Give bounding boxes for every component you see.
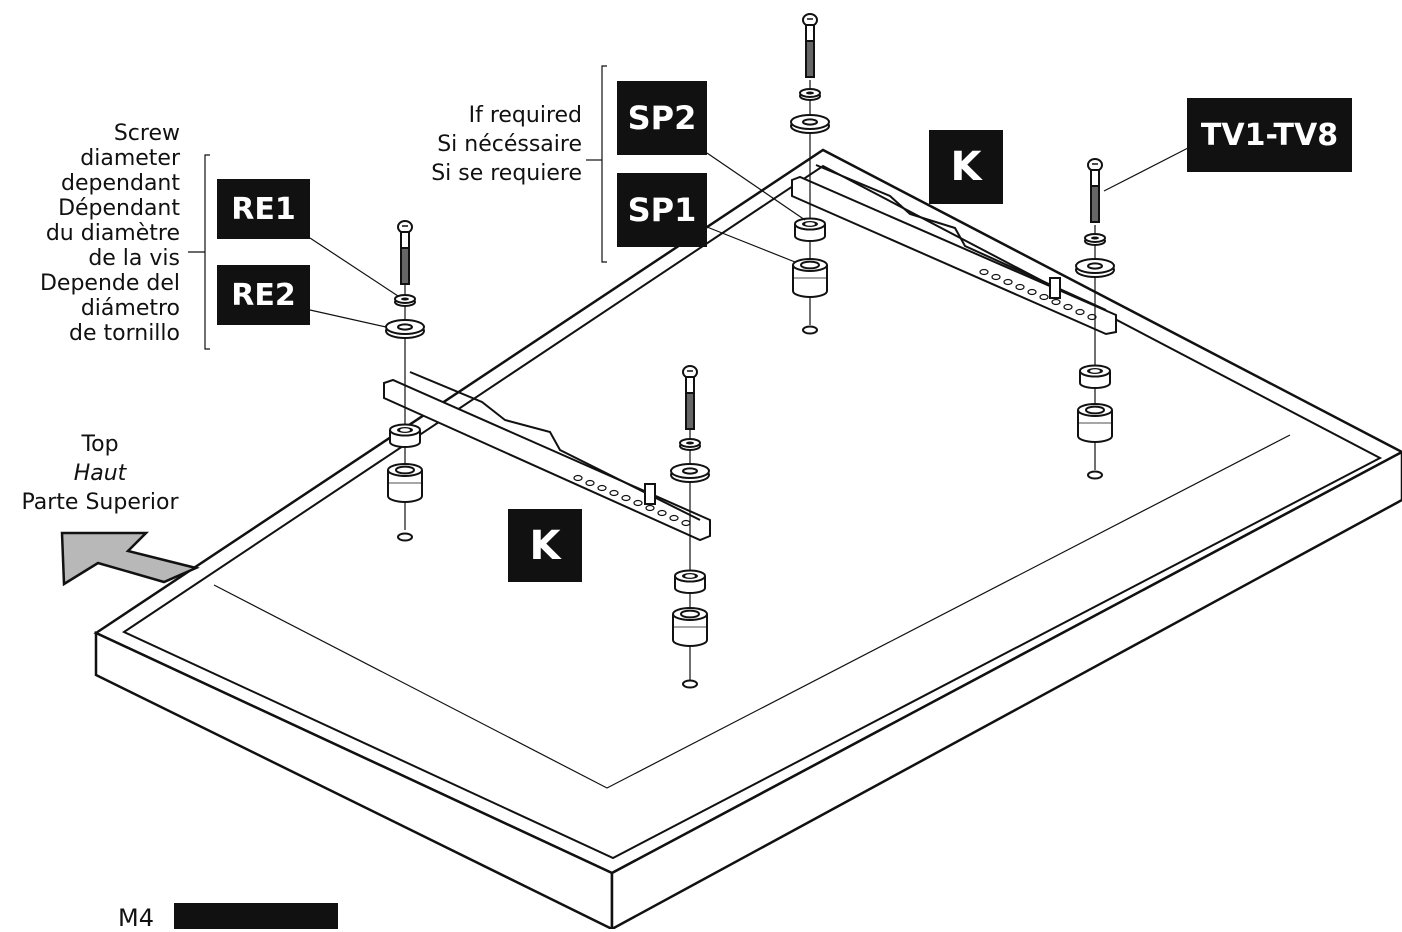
bracket-right <box>791 164 1117 336</box>
label-k-right: K <box>929 130 1003 204</box>
note-line: Dépendant <box>58 196 180 221</box>
top-arrow-icon <box>60 531 200 587</box>
top-label-fr: Haut <box>73 461 127 486</box>
note-line: diámetro <box>80 296 180 321</box>
tv-panel <box>93 148 1402 929</box>
note-line: Screw <box>113 121 180 146</box>
label-re1: RE1 <box>217 179 310 239</box>
note-line: de la vis <box>88 246 180 271</box>
note-line: Si nécéssaire <box>437 132 582 157</box>
label-sp1: SP1 <box>617 173 707 247</box>
label-bottom-partial <box>174 903 338 929</box>
label-tv: TV1-TV8 <box>1187 98 1352 172</box>
top-label: Top <box>81 432 119 457</box>
top-note: Top Haut Parte Superior <box>0 430 200 517</box>
note-line: Si se requiere <box>431 161 582 186</box>
note-line: diameter <box>80 146 180 171</box>
note-line: dependant <box>61 171 180 196</box>
bracket-left <box>383 371 711 542</box>
note-line: de tornillo <box>69 321 180 346</box>
note-line: du diamètre <box>45 221 180 246</box>
note-line: Depende del <box>39 271 180 296</box>
screw-diameter-note: Screw diameter dependant Dépendant du di… <box>0 121 180 346</box>
note-line: If required <box>468 103 582 128</box>
if-required-note: If required Si nécéssaire Si se requiere <box>380 101 582 188</box>
top-label-es: Parte Superior <box>21 490 179 515</box>
label-k-left: K <box>508 509 582 582</box>
label-re2: RE2 <box>217 265 310 325</box>
label-sp2: SP2 <box>617 81 707 155</box>
label-m4: M4 <box>118 904 154 932</box>
